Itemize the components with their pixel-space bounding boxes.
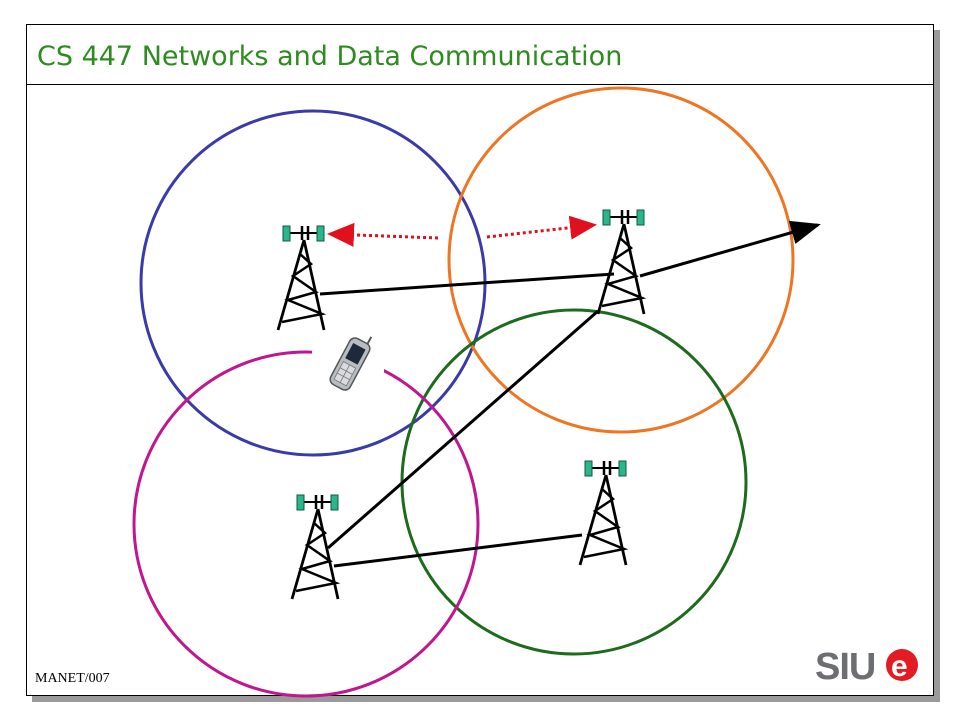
mobile-phone-icon — [329, 336, 373, 391]
tower-4 — [578, 459, 628, 567]
signal-arrow-right — [486, 215, 597, 240]
svg-text:SIU: SIU — [815, 646, 875, 687]
siue-logo: SIU e — [811, 641, 923, 687]
link-tower2-outward — [639, 220, 821, 278]
title-bar: CS 447 Networks and Data Communication — [27, 25, 933, 85]
slide-footer: MANET/007 — [35, 671, 110, 686]
slide-title: CS 447 Networks and Data Communication — [37, 41, 623, 72]
tower-1 — [276, 224, 326, 332]
link-tower1-tower2 — [319, 272, 615, 296]
svg-text:e: e — [891, 650, 908, 683]
link-tower3-tower4 — [333, 533, 583, 568]
cell-circle-magenta — [132, 350, 480, 698]
cell-circle-orange — [447, 86, 795, 434]
cell-circle-green — [400, 308, 748, 656]
link-tower2-tower3 — [327, 309, 599, 550]
signal-arrow-left — [327, 222, 439, 247]
tower-2 — [596, 208, 646, 316]
